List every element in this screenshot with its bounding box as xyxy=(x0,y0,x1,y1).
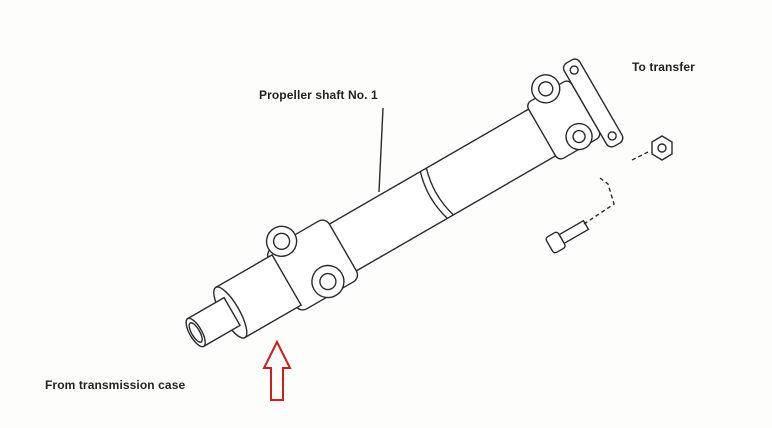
spline-stub xyxy=(185,296,241,348)
rear-universal-joint xyxy=(527,58,624,160)
assembly-guide-lines xyxy=(583,151,649,225)
leader-line xyxy=(378,107,384,193)
label-propeller-shaft: Propeller shaft No. 1 xyxy=(259,88,378,102)
label-from-transmission: From transmission case xyxy=(45,378,186,392)
shaft-tube xyxy=(324,105,561,275)
bolt xyxy=(545,219,590,254)
red-arrow-icon xyxy=(262,339,292,401)
nut xyxy=(651,135,673,161)
label-to-transfer: To transfer xyxy=(632,60,695,74)
